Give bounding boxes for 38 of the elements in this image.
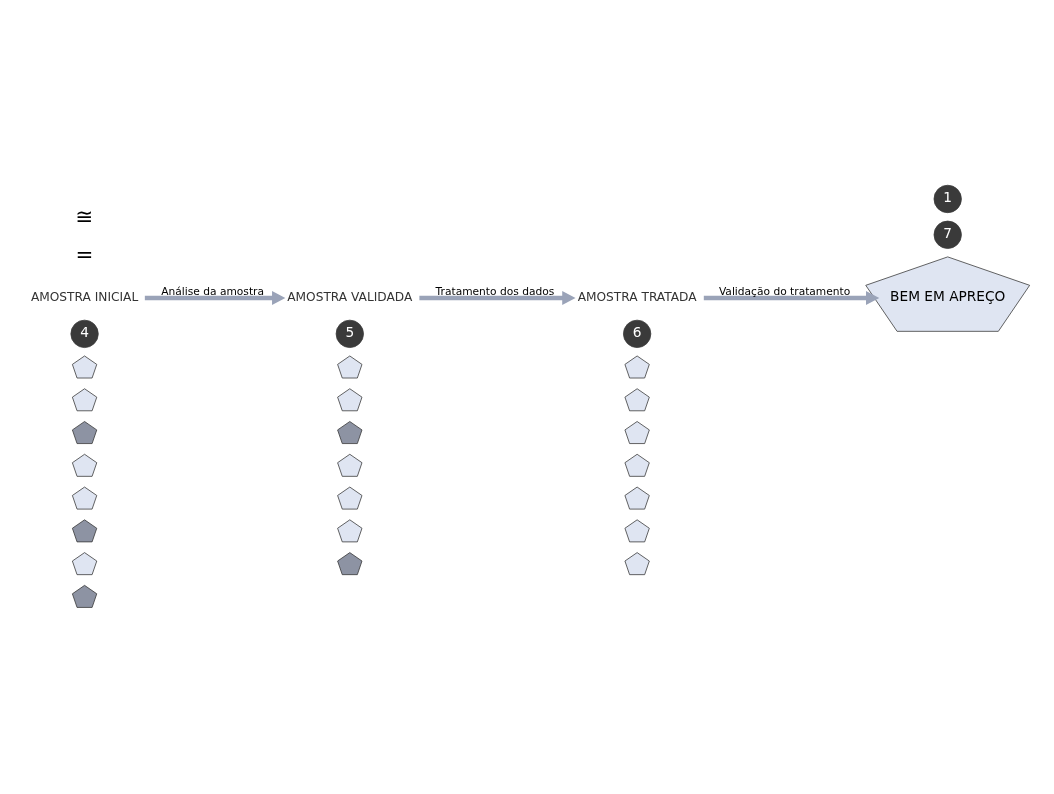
- node-pentagon: [624, 518, 650, 542]
- node-pentagon: [624, 355, 650, 378]
- node-pentagon: [337, 551, 363, 575]
- node-text: AMOSTRA TRATADA: [577, 289, 697, 304]
- node-pentagon: [72, 551, 98, 575]
- node-text: AMOSTRA VALIDADA: [287, 289, 413, 304]
- node-pentagon: [72, 387, 98, 411]
- edge-label: Análise da amostra: [161, 284, 264, 298]
- node-pentagon: [72, 420, 98, 444]
- node-pentagon: [337, 486, 363, 509]
- arrow: [419, 290, 576, 305]
- node-pentagon: [624, 387, 650, 411]
- node-circle: 4: [70, 319, 99, 348]
- edge-label: Tratamento dos dados: [435, 284, 555, 298]
- node-pentagon: [337, 387, 363, 411]
- label: ≅: [75, 203, 94, 229]
- node-pentagon: [624, 453, 650, 477]
- edge-label: Validação do tratamento: [718, 284, 851, 298]
- node-circle: 1: [933, 184, 962, 213]
- node-pentagon: [337, 518, 363, 542]
- node-text: AMOSTRA INICIAL: [30, 289, 139, 304]
- node-pentagon: [337, 355, 363, 378]
- arrow: [703, 290, 880, 305]
- node-pentagon: [72, 355, 98, 378]
- label: =: [75, 241, 94, 267]
- node-pentagon: [72, 584, 98, 608]
- node-pentagon: [624, 551, 650, 575]
- node-pentagon: [624, 420, 650, 444]
- node-pentagon: [337, 420, 363, 444]
- node-pentagon: [72, 453, 98, 477]
- node-pentagon: [624, 486, 650, 509]
- node-pentagon: [72, 486, 98, 509]
- node-circle: 7: [933, 220, 962, 249]
- node-circle: 6: [623, 319, 652, 348]
- node-pentagon: [337, 453, 363, 477]
- node-circle: 5: [335, 319, 364, 348]
- node-pentagon: [72, 518, 98, 542]
- arrow: [144, 290, 286, 305]
